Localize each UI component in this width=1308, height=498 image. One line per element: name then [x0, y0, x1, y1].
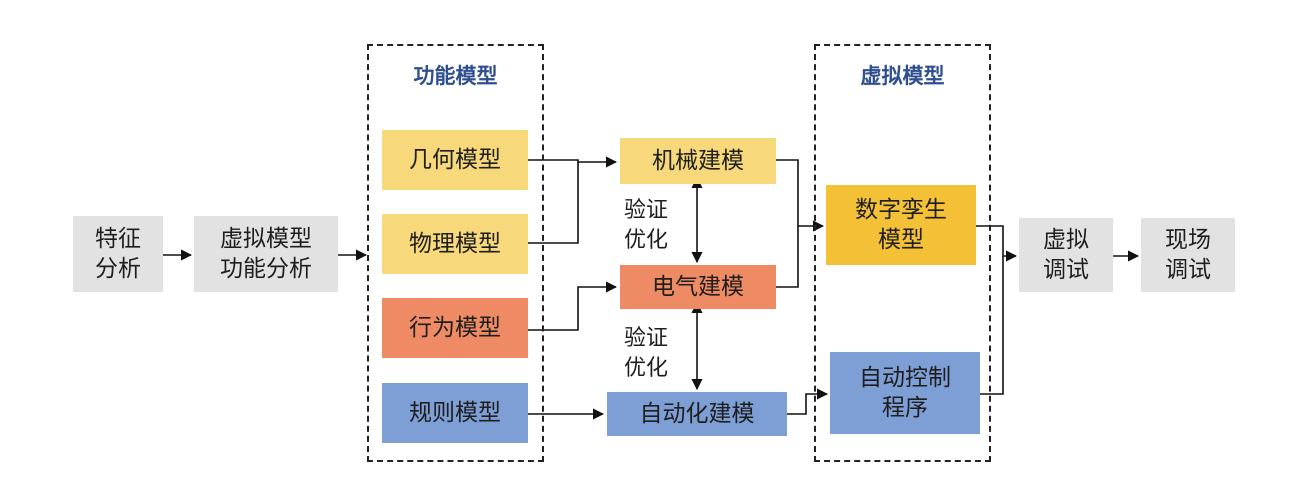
verify-optimize-note-1: 验证 优化: [624, 196, 668, 256]
digital-twin-line-2: 模型: [878, 227, 924, 253]
functional-model-group: 功能模型: [367, 44, 544, 462]
virtual-function-analysis-line-2: 功能分析: [220, 256, 312, 282]
virtual-debugging-box: 虚拟 调试: [1019, 218, 1113, 292]
verify-optimize-2-line-2: 优化: [624, 356, 669, 381]
physical-model-box: 物理模型: [382, 214, 528, 274]
arrow-program-to-virtual-debug: [980, 256, 1004, 395]
geometric-model-box: 几何模型: [382, 130, 528, 190]
electrical-modeling-box: 电气建模: [620, 265, 776, 309]
control-program-line-2: 程序: [882, 395, 928, 421]
arrow-physical-to-mechanical: [528, 162, 579, 244]
arrow-geometric-to-mechanical: [528, 156, 618, 168]
verify-optimize-2-line-1: 验证: [624, 326, 669, 351]
virtual-function-analysis-box: 虚拟模型 功能分析: [194, 216, 338, 292]
verify-optimize-note-2: 验证 优化: [624, 324, 668, 384]
feature-analysis-line-2: 分析: [95, 256, 141, 282]
control-program-line-1: 自动控制: [859, 365, 951, 391]
virtual-model-title: 虚拟模型: [860, 64, 945, 88]
virtual-function-analysis-line-1: 虚拟模型: [220, 226, 312, 252]
mechanical-modeling-box: 机械建模: [620, 138, 776, 184]
verify-optimize-1-line-2: 优化: [624, 228, 669, 253]
rule-model-box: 规则模型: [382, 383, 528, 443]
virtual-model-group: 虚拟模型: [814, 44, 991, 462]
feature-analysis-box: 特征 分析: [73, 216, 163, 292]
automation-control-program-box: 自动控制 程序: [830, 352, 980, 434]
onsite-debugging-line-2: 调试: [1165, 257, 1211, 283]
arrow-behavior-to-electrical: [528, 281, 618, 331]
arrow-automation-to-program: [787, 388, 829, 415]
automation-modeling-box: 自动化建模: [607, 392, 787, 436]
onsite-debugging-box: 现场 调试: [1141, 218, 1235, 292]
arrow-electrical-to-twin: [776, 226, 799, 288]
digital-twin-line-1: 数字孪生: [855, 197, 947, 223]
onsite-debugging-line-1: 现场: [1165, 227, 1211, 253]
digital-twin-model-box: 数字孪生 模型: [826, 185, 976, 265]
behavior-model-box: 行为模型: [382, 298, 528, 358]
verify-optimize-1-line-1: 验证: [624, 198, 669, 223]
feature-analysis-line-1: 特征: [95, 226, 141, 252]
functional-model-title: 功能模型: [413, 64, 498, 88]
arrow-mechanical-to-twin: [776, 159, 825, 232]
virtual-debugging-line-1: 虚拟: [1043, 227, 1089, 253]
virtual-debugging-line-2: 调试: [1043, 257, 1089, 283]
